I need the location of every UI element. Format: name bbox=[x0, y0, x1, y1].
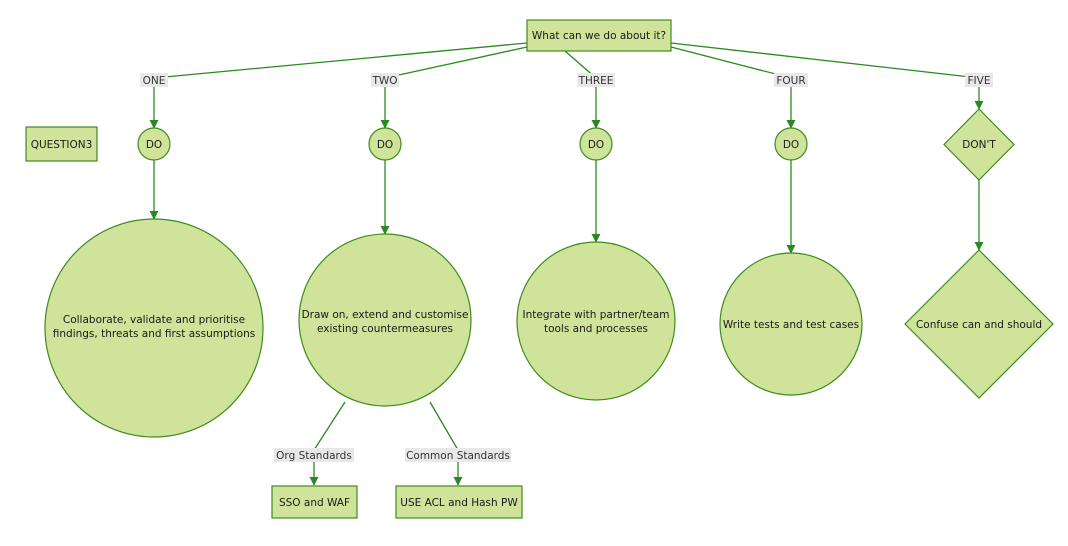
action-five bbox=[904, 249, 1054, 399]
decision-two bbox=[368, 127, 402, 161]
action-five-line-1: Confuse can and should bbox=[916, 319, 1042, 331]
sso-waf-node bbox=[271, 485, 358, 519]
edge-two-common bbox=[429, 401, 459, 451]
question-node: QUESTION3 bbox=[25, 126, 98, 162]
action-two-line-2: existing countermeasures bbox=[317, 323, 453, 335]
action-two bbox=[298, 233, 472, 407]
decision-three bbox=[579, 127, 613, 161]
sso-waf-label: SSO and WAF bbox=[279, 497, 350, 509]
root-label: What can we do about it? bbox=[532, 30, 666, 42]
action-four-line-1: Write tests and test cases bbox=[723, 319, 859, 331]
edge-label-one: ONE bbox=[143, 75, 166, 87]
edge-label-common-standards: Common Standards bbox=[406, 450, 510, 462]
action-three bbox=[516, 241, 676, 401]
action-three-line-2: tools and processes bbox=[544, 323, 648, 335]
action-one-line-2: findings, threats and first assumptions bbox=[53, 328, 255, 340]
decision-three-label: DO bbox=[588, 139, 604, 151]
branch-labels: ONE TWO THREE FOUR FIVE bbox=[140, 73, 993, 87]
edge-two-org bbox=[313, 401, 346, 451]
edge-label-three: THREE bbox=[578, 75, 614, 87]
edge-label-four: FOUR bbox=[776, 75, 805, 87]
edge-label-five: FIVE bbox=[968, 75, 991, 87]
decision-one-label: DO bbox=[146, 139, 162, 151]
root-edges bbox=[153, 42, 980, 79]
sub-edges bbox=[309, 401, 463, 486]
decision-five bbox=[943, 108, 1015, 181]
action-one-line-1: Collaborate, validate and prioritise bbox=[63, 314, 245, 326]
decision-two-label: DO bbox=[377, 139, 393, 151]
decision-four bbox=[774, 127, 808, 161]
question-label: QUESTION3 bbox=[31, 139, 93, 151]
decision-edges bbox=[149, 86, 984, 129]
edge-root-five bbox=[670, 42, 980, 79]
decision-one bbox=[137, 127, 171, 161]
action-one bbox=[44, 218, 264, 438]
decision-nodes: DO DO DO DO DON'T bbox=[137, 108, 1015, 181]
decision-five-label: DON'T bbox=[962, 139, 996, 151]
action-nodes: Collaborate, validate and prioritise fin… bbox=[44, 218, 1054, 438]
sub-labels: Org Standards Common Standards bbox=[274, 448, 511, 462]
action-four bbox=[719, 252, 863, 396]
acl-hash-label: USE ACL and Hash PW bbox=[400, 497, 518, 509]
action-three-line-1: Integrate with partner/team bbox=[522, 309, 669, 321]
root-node: What can we do about it? bbox=[526, 19, 672, 52]
edge-root-four bbox=[670, 46, 792, 79]
edge-root-two bbox=[384, 46, 528, 79]
edge-label-org-standards: Org Standards bbox=[276, 450, 352, 462]
edge-label-two: TWO bbox=[371, 75, 397, 87]
sub-nodes: SSO and WAF USE ACL and Hash PW bbox=[271, 485, 523, 519]
action-two-line-1: Draw on, extend and customise bbox=[302, 309, 469, 321]
acl-hash-node bbox=[395, 485, 523, 519]
decision-four-label: DO bbox=[783, 139, 799, 151]
edge-root-one bbox=[153, 42, 528, 79]
action-edges bbox=[149, 160, 984, 254]
